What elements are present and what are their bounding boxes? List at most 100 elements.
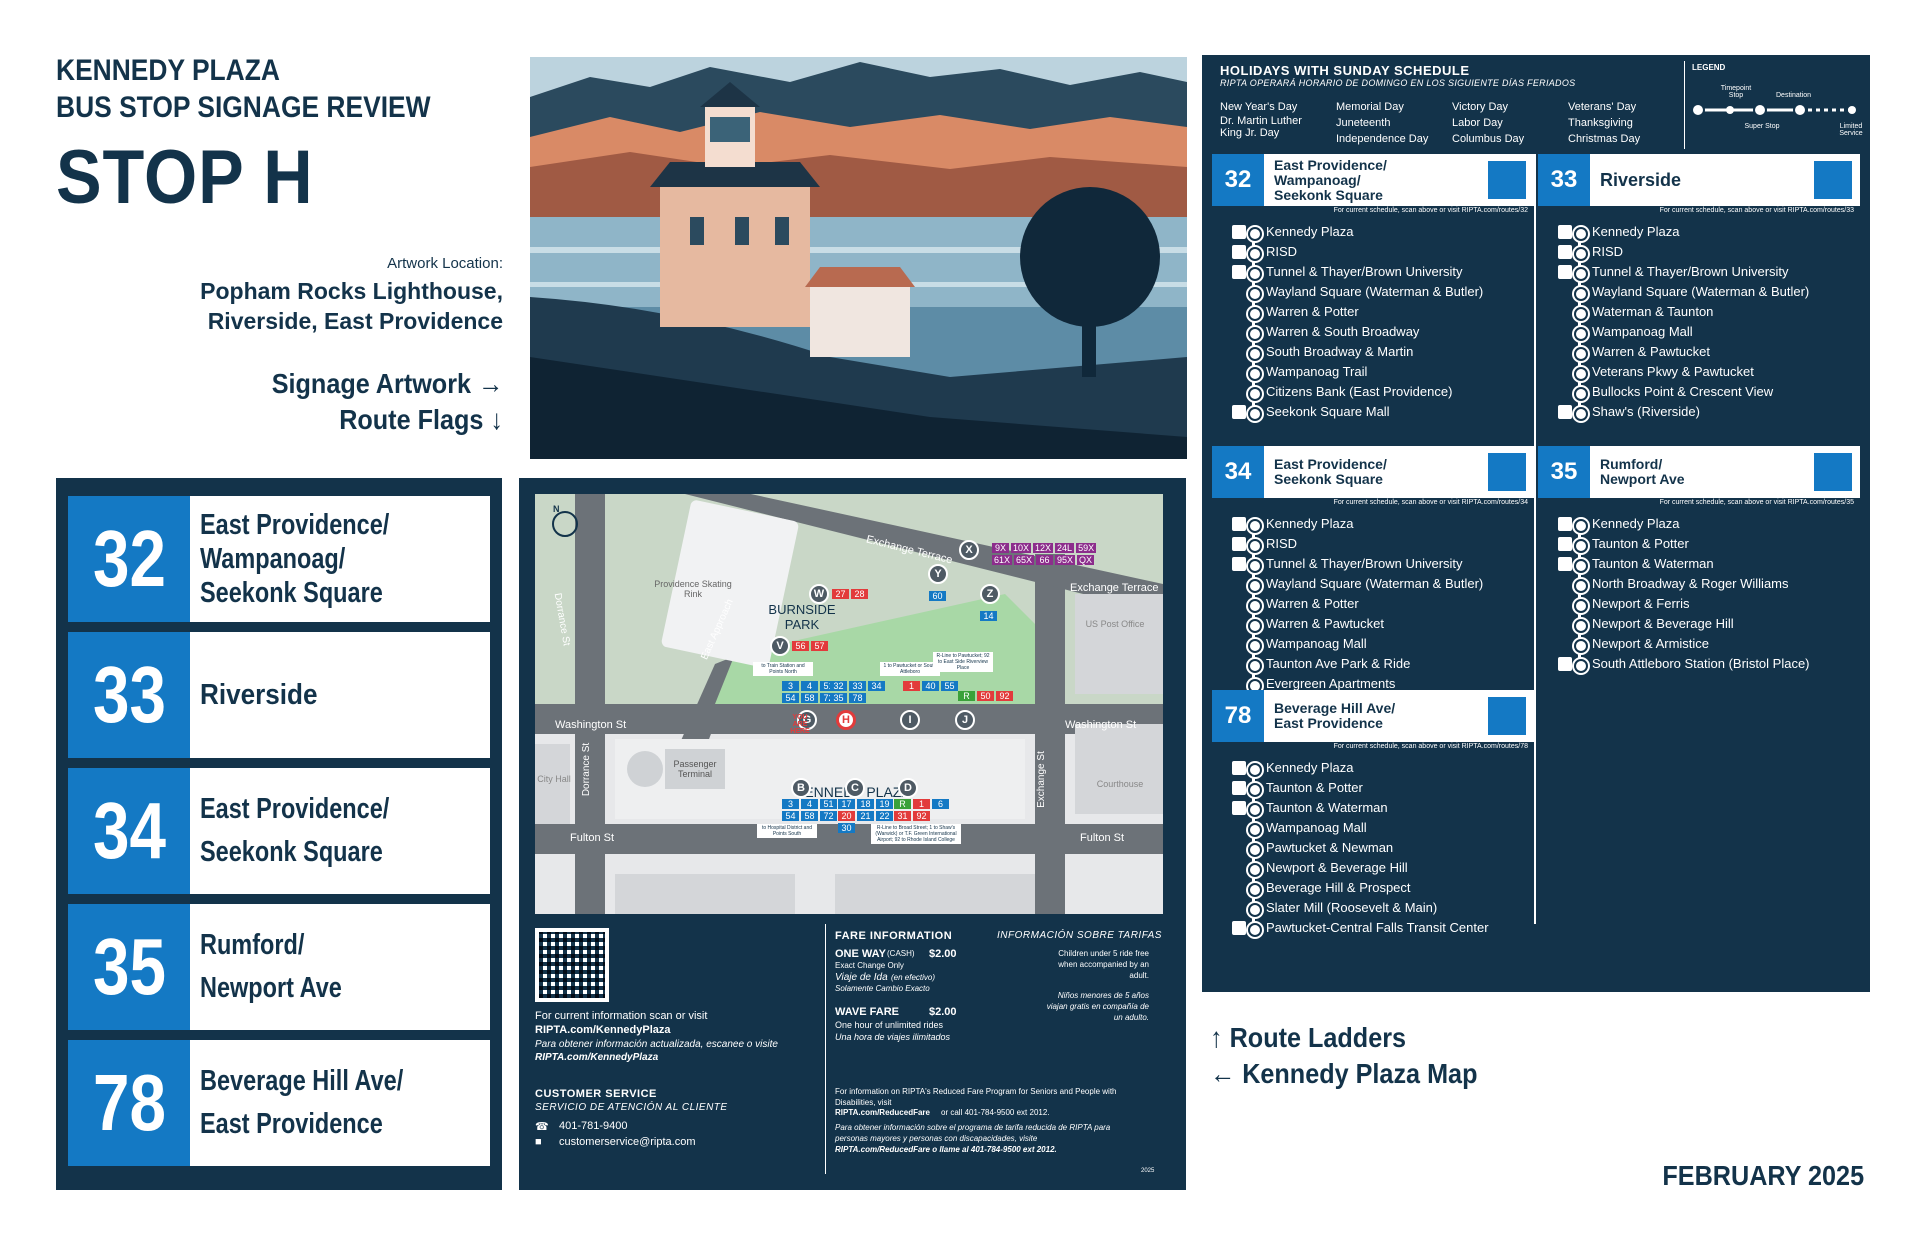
ladder-stop: RISD bbox=[1248, 242, 1534, 262]
ladder-stop: Kennedy Plaza bbox=[1248, 514, 1534, 534]
ladder-header: 34 East Providence/Seekonk Square bbox=[1212, 446, 1534, 498]
qr-code-icon[interactable] bbox=[535, 928, 609, 1002]
ladder-route-title: Rumford/Newport Ave bbox=[1590, 457, 1814, 487]
street-washington-right: Washington St bbox=[1065, 719, 1137, 731]
fare-cash: (CASH) bbox=[887, 949, 915, 958]
route-flag-name: East Providence/Wampanoag/Seekonk Square bbox=[200, 509, 390, 609]
route-tag: 58 bbox=[801, 811, 818, 821]
ladder-stop: Pawtucket-Central Falls Transit Center bbox=[1248, 918, 1534, 938]
ladder-route-title: East Providence/Wampanoag/Seekonk Square bbox=[1264, 156, 1488, 203]
ladder-title-line: Seekonk Square bbox=[1274, 471, 1383, 487]
ladder-header: 35 Rumford/Newport Ave bbox=[1538, 446, 1860, 498]
transit-icon bbox=[1558, 557, 1572, 571]
route-tag: 72 bbox=[820, 811, 837, 821]
route-tag: 66 bbox=[1036, 555, 1054, 565]
ladder-stop: RISD bbox=[1248, 534, 1534, 554]
street-exchange-terrace-2: Exchange Terrace bbox=[1070, 582, 1159, 594]
legend-diagram bbox=[1691, 103, 1856, 117]
map-note-b: to Hospital District and Points South bbox=[757, 824, 817, 838]
street-washington-left: Washington St bbox=[555, 719, 627, 731]
ladder-stop: Taunton & Potter bbox=[1248, 778, 1534, 798]
header-line1: KENNEDY PLAZA bbox=[56, 54, 280, 87]
artwork-label: Artwork Location: bbox=[387, 255, 503, 272]
ladder-stop: Pawtucket & Newman bbox=[1248, 838, 1534, 858]
qr-code-icon[interactable] bbox=[1488, 161, 1526, 199]
route-tag: 17 bbox=[838, 799, 855, 809]
lighthouse-artwork bbox=[530, 57, 1187, 459]
ladder-stop: Bullocks Point & Crescent View bbox=[1574, 382, 1860, 402]
ladder-route-title: East Providence/Seekonk Square bbox=[1264, 457, 1488, 487]
qr-code-icon[interactable] bbox=[1814, 453, 1852, 491]
fare-wave-price: $2.00 bbox=[929, 1006, 957, 1018]
route-ladders-panel: HOLIDAYS WITH SUNDAY SCHEDULE RIPTA OPER… bbox=[1202, 55, 1870, 992]
mall-icon bbox=[1232, 405, 1246, 419]
route-tag: 20 bbox=[838, 811, 855, 821]
route-tag: 57 bbox=[811, 641, 828, 651]
fare-one-way: ONE WAY bbox=[835, 948, 886, 960]
route-flag-name: Rumford/Newport Ave bbox=[200, 929, 342, 1004]
qr-code-icon[interactable] bbox=[1814, 161, 1852, 199]
bus-icon bbox=[1232, 517, 1246, 531]
ladder-stop: Wampanoag Mall bbox=[1248, 634, 1534, 654]
qr-code-icon[interactable] bbox=[1488, 697, 1526, 735]
street-dorrance-bottom: Dorrance St bbox=[581, 742, 593, 797]
info-url-es-link[interactable]: RIPTA.com/KennedyPlaza bbox=[535, 1052, 659, 1063]
route-tag: QX bbox=[1077, 555, 1095, 565]
map-stop-h: H bbox=[836, 710, 856, 730]
route-tag: 78 bbox=[849, 693, 866, 703]
info-url-link[interactable]: RIPTA.com/KennedyPlaza bbox=[535, 1024, 671, 1036]
customer-service-email[interactable]: customerservice@ripta.com bbox=[559, 1136, 696, 1148]
customer-service-phone[interactable]: 401-781-9400 bbox=[559, 1120, 628, 1132]
ladder-route-number: 33 bbox=[1538, 154, 1590, 206]
transit-icon bbox=[1232, 557, 1246, 571]
route-tag: R bbox=[958, 691, 975, 701]
qr-code-icon[interactable] bbox=[1488, 453, 1526, 491]
route-tag: 58 bbox=[801, 693, 818, 703]
ladder-route-title: Riverside bbox=[1590, 171, 1814, 189]
ladder-line bbox=[1578, 524, 1581, 664]
route-tag: 59X bbox=[1076, 543, 1097, 553]
route-flag-33: 33 Riverside bbox=[68, 632, 490, 758]
ladder-line bbox=[1578, 232, 1581, 412]
map-stop-b: B bbox=[791, 778, 811, 798]
ladder-title-line: East Providence bbox=[1274, 715, 1383, 731]
transit-icon bbox=[1232, 245, 1246, 259]
ladder-note: For current schedule, scan above or visi… bbox=[1659, 207, 1854, 214]
route-tag: 32 bbox=[830, 681, 847, 691]
reduced-fare-url[interactable]: RIPTA.com/ReducedFare bbox=[835, 1108, 930, 1117]
ladder-title-line: East Providence/ bbox=[1274, 156, 1387, 173]
route-tag: 6 bbox=[932, 799, 949, 809]
route-tag: 21 bbox=[857, 811, 874, 821]
route-tag: 4 bbox=[801, 681, 818, 691]
you-are-here-label: YOU ARE HERE bbox=[790, 714, 810, 735]
ladder-stop: Taunton & Potter bbox=[1574, 534, 1860, 554]
ladder-stop: Wampanoag Mall bbox=[1248, 818, 1534, 838]
legend-super: Super Stop bbox=[1744, 123, 1780, 130]
map-stop-d: D bbox=[898, 778, 918, 798]
ladder-stop: Tunnel & Thayer/Brown University bbox=[1574, 262, 1860, 282]
route-flag-34: 34 East Providence/Seekonk Square bbox=[68, 768, 490, 894]
route-flag-name: Riverside bbox=[200, 679, 318, 711]
route-tag: 1 bbox=[903, 681, 920, 691]
route-tag: 9X bbox=[992, 543, 1009, 553]
route-tag: 19 bbox=[876, 799, 893, 809]
route-flag-78: 78 Beverage Hill Ave/East Providence bbox=[68, 1040, 490, 1166]
kennedy-plaza-map-panel: N Providence Skating Rink BURNSIDE PARK … bbox=[519, 478, 1186, 1190]
legend-divider bbox=[1684, 61, 1685, 149]
route-flag-number: 34 bbox=[68, 768, 190, 894]
route-tag: 14 bbox=[980, 611, 997, 621]
route-tag: 50 bbox=[977, 691, 994, 701]
ladder-stop: Kennedy Plaza bbox=[1248, 758, 1534, 778]
street-exchange-st: Exchange St bbox=[1035, 751, 1047, 808]
ladder-stop: Wampanoag Mall bbox=[1574, 322, 1860, 342]
guide-map: ← Kennedy Plaza Map bbox=[1210, 1058, 1478, 1089]
email-icon: ■ bbox=[535, 1136, 542, 1148]
bus-icon bbox=[1558, 517, 1572, 531]
ladder-header: 33 Riverside bbox=[1538, 154, 1860, 206]
route-tag: 30 bbox=[838, 823, 855, 833]
ladder-stop: South Attleboro Station (Bristol Place) bbox=[1574, 654, 1860, 674]
